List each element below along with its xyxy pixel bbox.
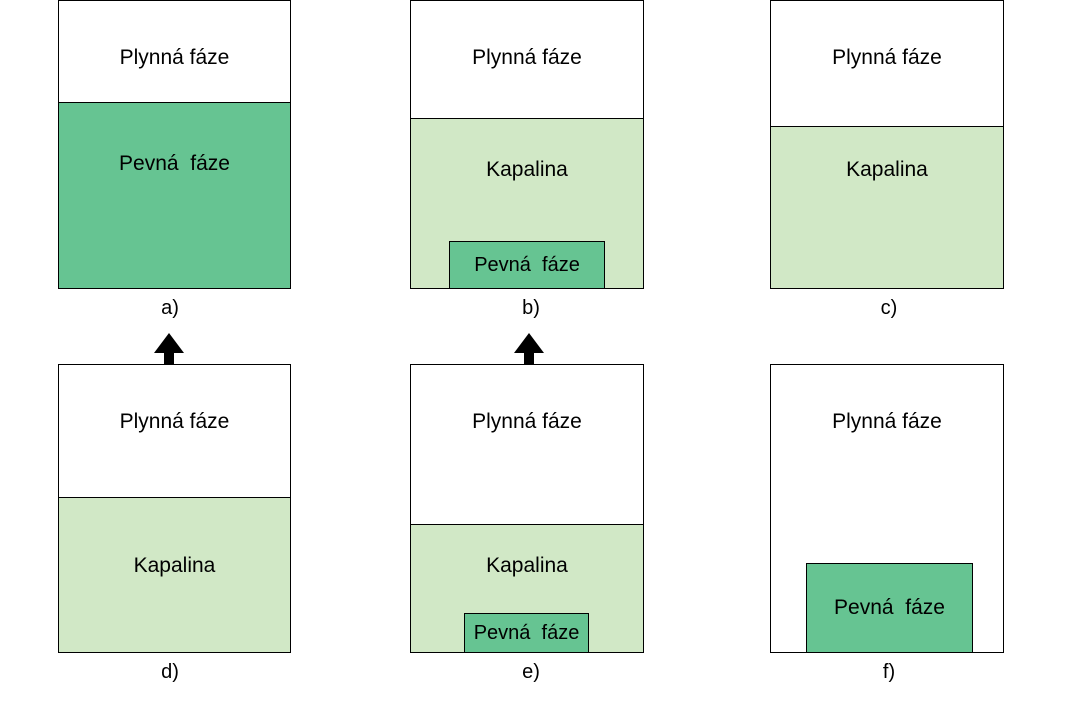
caption-c: c) [880,297,898,319]
liquid-phase-region: Kapalina [771,126,1003,288]
panel-e: Plynná fáze Kapalina Pevná fáze [410,364,644,653]
panel-c: Plynná fáze Kapalina [770,0,1004,289]
caption-e: e) [522,661,540,683]
caption-d: d) [161,661,179,683]
solid-phase-region: Pevná fáze [59,102,290,288]
arrow-up-icon [154,333,184,385]
gas-phase-label: Plynná fáze [472,410,582,433]
solid-phase-block: Pevná fáze [449,241,605,288]
solid-phase-block: Pevná fáze [464,613,589,652]
panel-a: Plynná fáze Pevná fáze [58,0,291,289]
liquid-phase-label: Kapalina [486,158,568,181]
panel-d: Plynná fáze Kapalina [58,364,291,653]
liquid-phase-label: Kapalina [846,158,928,181]
panel-b: Plynná fáze Kapalina Pevná fáze [410,0,644,289]
caption-a: a) [161,297,179,319]
solid-phase-block: Pevná fáze [806,563,973,652]
liquid-phase-region: Kapalina Pevná fáze [411,118,643,288]
liquid-phase-label: Kapalina [133,554,216,577]
gas-phase-label: Plynná fáze [119,46,230,69]
liquid-phase-label: Kapalina [486,554,568,577]
liquid-phase-region: Kapalina Pevná fáze [411,524,643,652]
gas-phase-label: Plynná fáze [832,410,942,433]
caption-f: f) [882,661,896,683]
panel-f: Plynná fáze Pevná fáze [770,364,1004,653]
gas-phase-label: Plynná fáze [119,410,230,433]
solid-phase-label: Pevná fáze [119,152,230,175]
liquid-phase-region: Kapalina [59,497,290,652]
caption-b: b) [522,297,540,319]
gas-phase-label: Plynná fáze [832,46,942,69]
gas-phase-label: Plynná fáze [472,46,582,69]
arrow-up-icon [514,333,544,385]
